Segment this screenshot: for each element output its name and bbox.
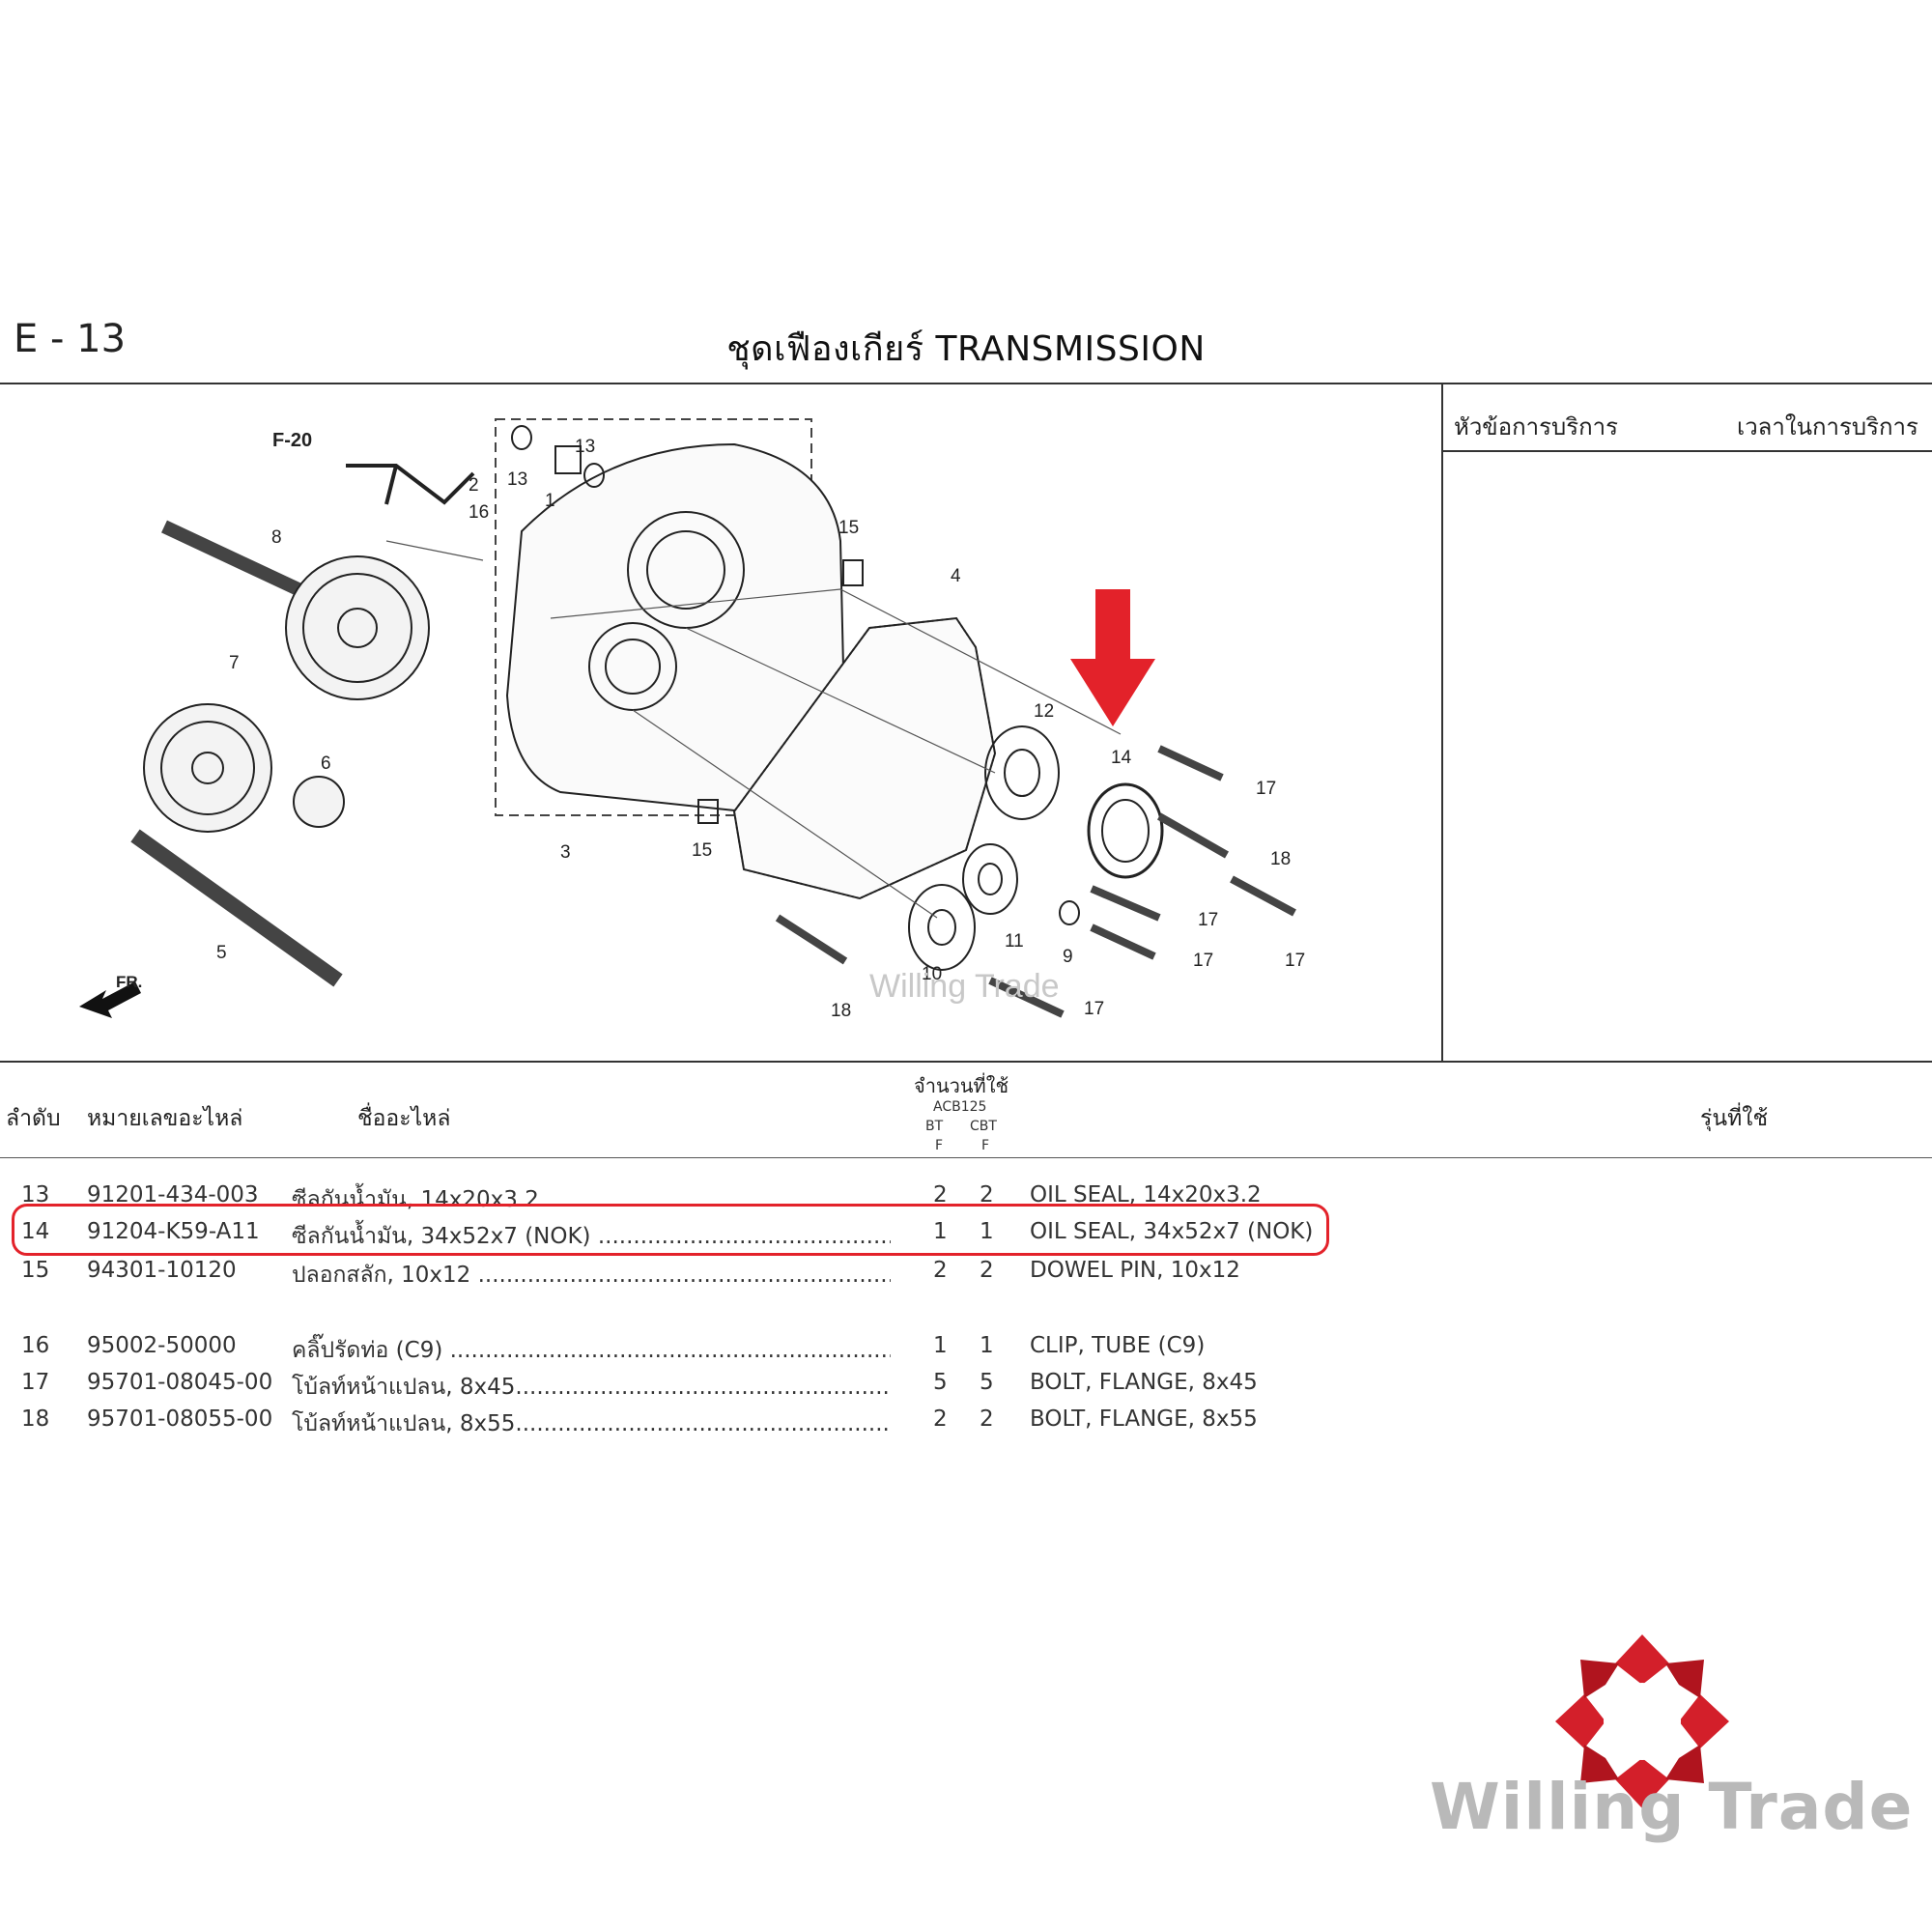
row-qty-2: 1 [980, 1333, 994, 1358]
row-no: 16 [21, 1333, 50, 1358]
page-title: ชุดเฟืองเกียร์ TRANSMISSION [726, 329, 1206, 369]
row-part-no: 95701-08055-00 [87, 1406, 273, 1432]
row-name-th: ซีลกันน้ำมัน, 14x20x3.2 [292, 1187, 539, 1212]
callout-label: 17 [1285, 951, 1305, 971]
callout-label: 6 [321, 753, 331, 774]
row-qty-1: 1 [933, 1333, 948, 1358]
callout-label: 8 [271, 527, 282, 548]
row-qty-1: 2 [933, 1406, 948, 1432]
callout-label: 17 [1084, 999, 1104, 1019]
table-row: 17 95701-08045-00 โบ้ลท์หน้าแปลน, 8x45..… [0, 1370, 1372, 1406]
row-qty-1: 2 [933, 1182, 948, 1208]
service-time-header: เวลาในการบริการ [1737, 413, 1918, 440]
row-no: 17 [21, 1370, 50, 1395]
row-qty-2: 2 [980, 1258, 994, 1283]
row-qty-1: 5 [933, 1370, 948, 1395]
callout-label: 13 [507, 469, 527, 490]
table-head-divider [0, 1157, 1932, 1158]
row-qty-2: 2 [980, 1182, 994, 1208]
table-row: 14 91204-K59-A11 ซีลกันน้ำมัน, 34x52x7 (… [0, 1219, 1372, 1256]
callout-label: 17 [1193, 951, 1213, 971]
callout-label: 15 [838, 518, 859, 538]
col-header-applies: รุ่นที่ใช้ [1700, 1106, 1769, 1131]
callout-label: 10 [922, 964, 942, 984]
willing-trade-logo-icon [1555, 1634, 1729, 1808]
col-header-part-no: หมายเลขอะไหล่ [87, 1106, 243, 1131]
direction-label: FR. [116, 973, 142, 991]
col-header-variant2-sub: F [981, 1138, 990, 1153]
row-name-th: ซีลกันน้ำมัน, 34x52x7 (NOK) ............… [292, 1224, 891, 1249]
service-item-header: หัวข้อการบริการ [1454, 413, 1619, 440]
callout-label: 13 [575, 437, 595, 457]
row-qty-1: 2 [933, 1258, 948, 1283]
callout-label: 16 [469, 502, 489, 523]
row-no: 14 [21, 1219, 50, 1244]
page-code: E - 13 [14, 317, 127, 361]
table-row: 15 94301-10120 ปลอกสลัก, 10x12 .........… [0, 1258, 1372, 1294]
callout-label: 5 [216, 943, 227, 963]
row-qty-1: 1 [933, 1219, 948, 1244]
callout-label: 18 [831, 1001, 851, 1021]
table-top-divider [0, 1061, 1932, 1063]
row-qty-2: 5 [980, 1370, 994, 1395]
diagram-panel-divider [1441, 383, 1443, 1063]
row-name-en: CLIP, TUBE (C9) [1030, 1333, 1206, 1358]
callout-label: 15 [692, 840, 712, 861]
callout-label: 1 [545, 491, 555, 511]
row-name-th: คลิ๊ปรัดท่อ (C9) .......................… [292, 1338, 891, 1363]
callout-label: 7 [229, 653, 240, 673]
row-name-en: DOWEL PIN, 10x12 [1030, 1258, 1240, 1283]
callout-label: 12 [1034, 701, 1054, 722]
front-direction-arrow-icon [79, 981, 141, 1018]
callout-label: F-20 [272, 430, 312, 451]
row-no: 13 [21, 1182, 50, 1208]
red-arrow-icon [1070, 589, 1155, 726]
callout-label: 4 [951, 566, 961, 586]
row-name-en: OIL SEAL, 34x52x7 (NOK) [1030, 1219, 1314, 1244]
callout-label: 18 [1270, 849, 1291, 869]
row-name-th: โบ้ลท์หน้าแปลน, 8x55....................… [292, 1411, 891, 1436]
row-highlight-outline [12, 1204, 1329, 1256]
row-qty-2: 2 [980, 1406, 994, 1432]
col-header-no: ลำดับ [6, 1106, 61, 1131]
callout-label: 14 [1111, 748, 1132, 768]
row-part-no: 94301-10120 [87, 1258, 237, 1283]
callout-label: 2 [469, 475, 479, 496]
callout-label: 3 [560, 842, 571, 863]
callout-label: 17 [1256, 779, 1276, 799]
row-no: 15 [21, 1258, 50, 1283]
table-row: 16 95002-50000 คลิ๊ปรัดท่อ (C9) ........… [0, 1333, 1372, 1370]
callout-label: 17 [1198, 910, 1218, 930]
row-no: 18 [21, 1406, 50, 1432]
row-name-en: OIL SEAL, 14x20x3.2 [1030, 1182, 1262, 1208]
row-part-no: 91204-K59-A11 [87, 1219, 260, 1244]
col-header-variant1: BT [925, 1119, 944, 1134]
service-head-divider [1443, 450, 1932, 452]
table-row: 18 95701-08055-00 โบ้ลท์หน้าแปลน, 8x55..… [0, 1406, 1372, 1443]
diagram-watermark: Willing Trade [869, 968, 1060, 1005]
col-header-model: ACB125 [933, 1099, 987, 1115]
row-name-th: โบ้ลท์หน้าแปลน, 8x45....................… [292, 1375, 891, 1400]
col-header-variant1-sub: F [935, 1138, 944, 1153]
header-divider [0, 383, 1932, 384]
row-qty-2: 1 [980, 1219, 994, 1244]
row-name-en: BOLT, FLANGE, 8x45 [1030, 1370, 1258, 1395]
exploded-parts-diagram: F-20 2 16 13 13 1 8 15 4 7 12 14 17 6 18… [79, 418, 1305, 1021]
col-header-qty: จำนวนที่ใช้ [914, 1074, 1009, 1097]
brand-name: Willing Trade [1430, 1770, 1914, 1844]
col-header-name: ชื่ออะไหล่ [357, 1106, 451, 1131]
row-part-no: 95002-50000 [87, 1333, 237, 1358]
row-name-en: BOLT, FLANGE, 8x55 [1030, 1406, 1258, 1432]
callout-label: 9 [1063, 947, 1073, 967]
callout-label: 11 [1005, 931, 1024, 952]
row-name-th: ปลอกสลัก, 10x12 ........................… [292, 1263, 891, 1288]
row-part-no: 91201-434-003 [87, 1182, 259, 1208]
row-part-no: 95701-08045-00 [87, 1370, 273, 1395]
col-header-variant2: CBT [970, 1119, 997, 1134]
table-row: 13 91201-434-003 ซีลกันน้ำมัน, 14x20x3.2… [0, 1182, 1372, 1219]
